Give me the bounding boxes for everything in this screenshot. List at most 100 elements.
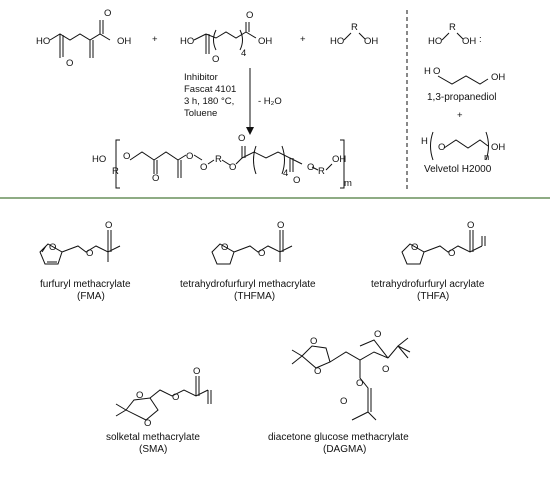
itaconic-bonds — [49, 20, 111, 58]
velvetol-h-label: H — [421, 136, 428, 147]
fma-ester-o: O — [86, 248, 93, 259]
product-o-label-2: O — [152, 173, 159, 184]
plus-sign-3: + — [457, 110, 463, 121]
adipic-brackets — [213, 29, 243, 51]
itaconic-oh-label: OH — [117, 36, 131, 47]
diol-r-label: R — [351, 22, 358, 33]
byproduct-label: - H₂O — [258, 96, 282, 107]
velvetol-oh-label: OH — [491, 142, 505, 153]
legend-diol-bonds — [441, 32, 464, 41]
velvetol-bonds — [443, 139, 489, 149]
adipic-subscript-4: 4 — [241, 48, 246, 59]
condition-line-3: 3 h, 180 °C, — [184, 96, 234, 107]
legend-r-label: R — [449, 22, 456, 33]
thfma-ring-o: O — [221, 242, 228, 253]
product-bonds — [129, 146, 333, 178]
product-ho-label: HO — [92, 154, 106, 165]
thfma-ester-o: O — [258, 248, 265, 259]
itaconic-ho-label: HO — [36, 36, 50, 47]
diol-legend: HO R OH : H O OH 1,3-propanediol + H O O… — [421, 22, 505, 175]
fma-bonds — [39, 230, 121, 265]
thfa-ester-o: O — [448, 248, 455, 259]
fma-carbonyl-o: O — [105, 220, 112, 231]
adipic-ho-label: HO — [180, 36, 194, 47]
condition-line-4: Toluene — [184, 108, 217, 119]
adipic-o-label-1: O — [212, 54, 219, 65]
dagma-carbonyl-o: O — [340, 396, 347, 407]
dagma-ester-o: O — [356, 378, 363, 389]
thfa-name: tetrahydrofurfuryl acrylate — [371, 279, 485, 290]
product-o-label-6: O — [238, 133, 245, 144]
adipic-bonds — [193, 22, 257, 54]
product-o-label-3: O — [186, 151, 193, 162]
product-o-label-5: O — [229, 162, 236, 173]
thfa-ring-o: O — [411, 242, 418, 253]
propanediol-label: 1,3-propanediol — [427, 92, 497, 103]
thfma-bonds — [211, 230, 293, 265]
sma-carbonyl-o: O — [193, 366, 200, 377]
fma-ring-o: O — [49, 242, 56, 253]
fma-name: furfuryl methacrylate — [40, 279, 131, 290]
monomer-thfa: O O O tetrahydrofurfuryl acrylate (THFA) — [371, 220, 486, 302]
dagma-ring-o-3: O — [374, 329, 381, 340]
dagma-ring-o-2: O — [314, 366, 321, 377]
thfma-name: tetrahydrofurfuryl methacrylate — [180, 279, 316, 290]
itaconic-o-label-2: O — [104, 8, 111, 19]
legend-oh-label: OH — [462, 36, 476, 47]
product-r-label-2: R — [215, 154, 222, 165]
condition-line-1: Inhibitor — [184, 72, 218, 83]
product-o-label-4: O — [200, 162, 207, 173]
polyester-product-structure: HO R O O O O R O O 4 O O R OH m — [92, 133, 352, 189]
reaction-arrow — [246, 68, 254, 135]
velvetol-label: Velvetol H2000 — [424, 164, 492, 175]
monomer-fma: O O O furfuryl methacrylate (FMA) — [39, 220, 131, 302]
product-subscript-4: 4 — [283, 168, 288, 179]
propanediol-bonds — [437, 75, 489, 85]
velvetol-o-label: O — [438, 142, 445, 153]
sma-ring-o-1: O — [136, 390, 143, 401]
product-r-label-3: R — [318, 166, 325, 177]
diol-ho-label: HO — [330, 36, 344, 47]
monomer-dagma: O O O O O O diacetone glucose methacryla… — [268, 329, 411, 455]
thfma-abbr: (THFMA) — [234, 291, 275, 302]
velvetol-brackets — [430, 131, 489, 161]
sma-bonds — [115, 376, 212, 421]
diol-bonds — [343, 32, 366, 41]
thfa-abbr: (THFA) — [417, 291, 449, 302]
thfma-carbonyl-o: O — [277, 220, 284, 231]
product-o-label-8: O — [307, 162, 314, 173]
condition-line-2: Fascat 4101 — [184, 84, 236, 95]
legend-colon: : — [479, 34, 482, 45]
product-o-label-1: O — [123, 151, 130, 162]
adipic-oh-label: OH — [258, 36, 272, 47]
dagma-ring-o-1: O — [310, 336, 317, 347]
itaconic-acid-structure: HO OH O O — [36, 8, 131, 69]
diol-oh-label: OH — [364, 36, 378, 47]
itaconic-o-label-1: O — [66, 58, 73, 69]
adipic-acid-structure: HO OH O O 4 — [180, 10, 272, 65]
thfa-bonds — [401, 230, 486, 265]
dagma-name: diacetone glucose methacrylate — [268, 432, 409, 443]
sma-abbr: (SMA) — [139, 444, 167, 455]
plus-sign-1: + — [152, 34, 158, 45]
legend-ho-label: HO — [428, 36, 442, 47]
product-o-label-7: O — [293, 175, 300, 186]
product-brackets — [115, 139, 345, 189]
propanediol-h-label: H — [424, 66, 431, 77]
product-oh-label: OH — [332, 154, 346, 165]
monomer-thfma: O O O tetrahydrofurfuryl methacrylate (T… — [180, 220, 316, 302]
product-inner-brackets — [253, 145, 285, 175]
dagma-ring-o-4: O — [382, 364, 389, 375]
adipic-o-label-2: O — [246, 10, 253, 21]
product-subscript-m: m — [344, 178, 352, 189]
propanediol-o-label: O — [433, 66, 440, 77]
monomer-sma: O O O O solketal methacrylate (SMA) — [106, 366, 212, 455]
reaction-conditions: Inhibitor Fascat 4101 3 h, 180 °C, Tolue… — [184, 72, 282, 119]
sma-ester-o: O — [172, 392, 179, 403]
sma-name: solketal methacrylate — [106, 432, 200, 443]
propanediol-oh-label: OH — [491, 72, 505, 83]
plus-sign-2: + — [300, 34, 306, 45]
thfa-carbonyl-o: O — [467, 220, 474, 231]
sma-ring-o-2: O — [144, 418, 151, 429]
